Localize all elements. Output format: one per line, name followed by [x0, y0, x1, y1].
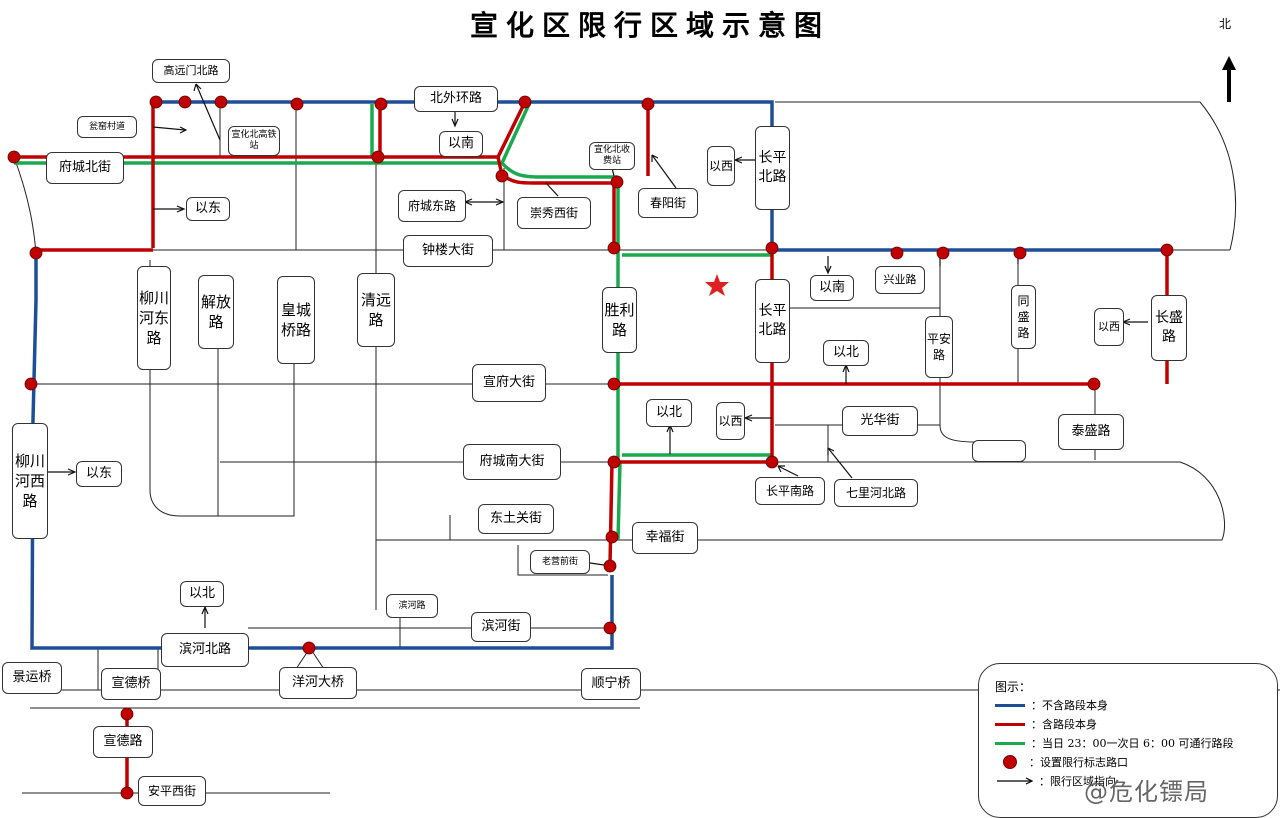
label-yixi-top: 以西 [707, 146, 735, 186]
legend-title: 图示： [995, 680, 1032, 694]
green-line-swatch [995, 741, 1025, 745]
legend-dot-text: ：设置限行标志路口 [1029, 756, 1128, 769]
label-zhonglou: 钟楼大街 [403, 235, 493, 267]
watermark: @危化镖局 [1084, 778, 1209, 806]
label-yixi-right: 以西 [1094, 308, 1124, 346]
legend-outside-text: ：不含路段本身 [1031, 699, 1108, 712]
label-tanyaocun: 瓮窑村道 [77, 116, 137, 138]
label-fuchengdong: 府城东路 [398, 190, 466, 222]
label-changsheng: 长盛路 [1151, 295, 1187, 361]
blue-line-swatch [995, 703, 1025, 707]
label-tongsheng: 同盛路 [1011, 285, 1036, 349]
label-xingye: 兴业路 [875, 266, 925, 294]
label-yinan-top: 以南 [439, 131, 483, 157]
arrow-line-icon [997, 777, 1034, 785]
label-chunyang: 春阳街 [638, 188, 698, 218]
label-shengli: 胜利路 [602, 287, 637, 353]
label-xuande-qiao: 宣德桥 [101, 668, 161, 700]
sign-dots [7, 95, 1174, 800]
label-xuande-lu: 宣德路 [93, 726, 153, 758]
legend-row-outside: ：不含路段本身 [995, 696, 1279, 714]
label-qilihebei: 七里河北路 [834, 479, 918, 507]
label-yanghe: 洋河大桥 [279, 667, 357, 699]
north-arrow-icon [1222, 56, 1236, 102]
map-legend: 图示： ：不含路段本身 ：含路段本身 ：当日 23：00一次日 6：00 可通行… [978, 663, 1278, 818]
legend-row-dot: ：设置限行标志路口 [995, 753, 1279, 771]
map-title: 宣化区限行区域示意图 [469, 9, 830, 42]
legend-row-night: ：当日 23：00一次日 6：00 可通行路段 [995, 734, 1279, 752]
label-liuchuanhe-xi: 柳川河西路 [12, 423, 48, 539]
legend-row-inside: ：含路段本身 [995, 715, 1279, 733]
label-yixi-mid: 以西 [716, 402, 745, 440]
label-liuchuanhe-dong: 柳川河东路 [137, 266, 171, 370]
label-yibei-mid: 以北 [646, 399, 692, 427]
label-xingfu: 幸福街 [632, 522, 698, 554]
legend-row-arrow: ：限行区域指向 [995, 772, 1279, 790]
pointer-arrows [36, 83, 1148, 628]
label-binhe-jie: 滨河街 [471, 612, 531, 642]
label-changping-bei-mid: 长平北路 [755, 279, 790, 363]
label-huangchengqiao: 皇城桥路 [277, 276, 315, 364]
label-binhe-lu: 滨河路 [386, 594, 438, 618]
label-xuanfu: 宣府大街 [472, 364, 546, 402]
red-line-swatch [995, 722, 1025, 726]
blank-box [972, 440, 1026, 462]
label-jiefang: 解放路 [198, 275, 234, 349]
label-taisheng: 泰盛路 [1058, 414, 1124, 450]
label-fuchengbei: 府城北街 [46, 152, 124, 184]
label-changping-bei-top: 长平北路 [755, 126, 790, 210]
label-laoyingqian: 老营前街 [530, 550, 590, 574]
sign-dot-icon [1003, 755, 1017, 769]
label-guanghua: 光华街 [842, 406, 918, 436]
label-gaoyuanmen: 高远门北路 [152, 59, 230, 83]
label-beiwaihuan: 北外环路 [414, 86, 498, 112]
label-shunning: 顺宁桥 [581, 668, 641, 700]
label-yidong-left: 以东 [76, 461, 122, 487]
label-binhe-bei: 滨河北路 [161, 633, 249, 667]
label-yidong-top: 以东 [186, 197, 230, 221]
label-anping: 安平西街 [138, 776, 206, 806]
label-fuchengnan: 府城南大街 [463, 444, 561, 480]
label-yibei-right: 以北 [823, 340, 869, 366]
label-yinan-mid: 以南 [810, 275, 854, 301]
label-qingyuan: 清远路 [357, 273, 395, 347]
legend-night-text: ：当日 23：00一次日 6：00 可通行路段 [1031, 737, 1234, 750]
label-chongxiuxi: 崇秀西街 [517, 197, 591, 229]
star-marker [705, 274, 729, 296]
legend-inside-text: ：含路段本身 [1031, 718, 1097, 731]
label-changpingnan: 长平南路 [755, 477, 825, 505]
label-jingyun: 景运桥 [2, 662, 62, 694]
legend-arrow-text: ：限行区域指向 [1039, 775, 1116, 788]
label-dongtuguan: 东土关街 [478, 504, 554, 534]
label-pingan: 平安路 [925, 316, 953, 378]
label-yibei-bottom: 以北 [180, 581, 224, 607]
label-xuanhuabei-gaotie: 宣化北高铁站 [228, 126, 280, 156]
label-xuanhuabei-shoufei: 宣化北收费站 [589, 142, 635, 170]
north-label: 北 [1219, 17, 1232, 31]
